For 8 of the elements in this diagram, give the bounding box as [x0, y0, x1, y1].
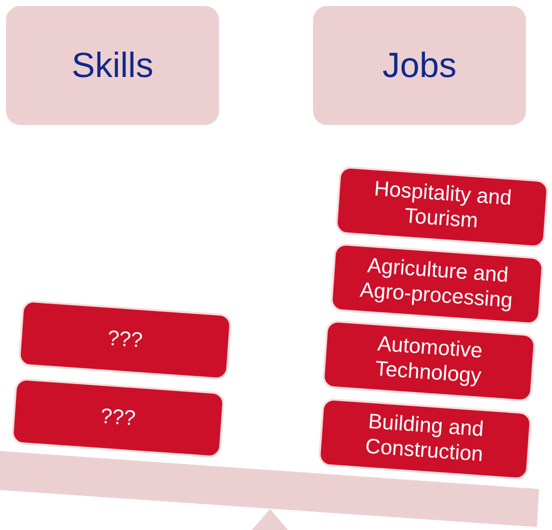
skill-card: ???: [10, 378, 226, 458]
job-card: Hospitality and Tourism: [334, 166, 550, 248]
job-card: Building and Construction: [318, 398, 532, 480]
job-card: Agriculture and Agro-processing: [330, 242, 544, 326]
job-card: Automotive Technology: [322, 320, 536, 402]
skill-card: ???: [18, 300, 232, 380]
jobs-heading-card: Jobs: [313, 6, 526, 125]
skills-heading-card: Skills: [6, 6, 219, 125]
